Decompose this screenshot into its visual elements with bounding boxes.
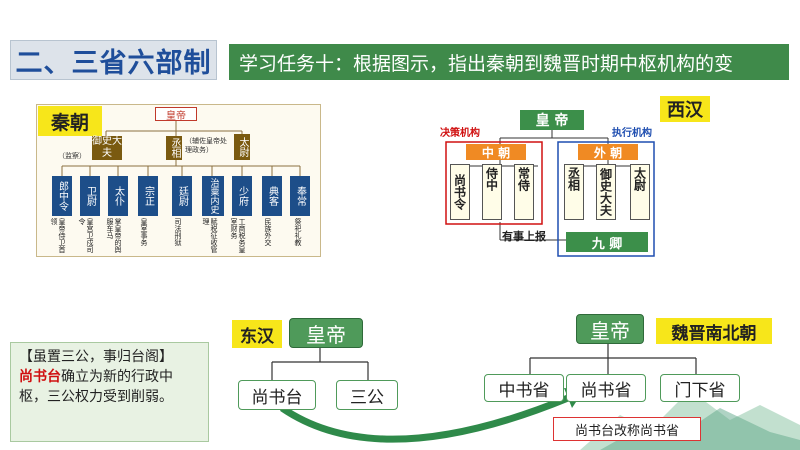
- wai-office-1: 丞相: [564, 164, 584, 220]
- wai-office-2: 御史大夫: [596, 164, 616, 220]
- summary-highlight: 尚书台: [19, 369, 61, 385]
- zhongchao-box: 中 朝: [466, 144, 526, 160]
- report-label: 有事上报: [502, 230, 546, 243]
- summary-heading: 【虽置三公，事归台阁】: [19, 349, 173, 365]
- zhongshu-box: 中书省: [484, 374, 564, 402]
- qin-duty-7: 工商税务皇室财务: [230, 218, 246, 253]
- zhong-office-3: 常侍: [514, 164, 534, 220]
- task-banner: 学习任务十：根据图示，指出秦朝到魏晋时期中枢机构的变: [229, 44, 789, 80]
- qin-duty-1: 皇帝侍卫首领: [50, 218, 66, 253]
- qin-minister-7: 少府: [232, 176, 252, 216]
- qin-chengxiang-box: 丞相: [166, 136, 182, 160]
- wai-office-3: 太尉: [630, 164, 650, 220]
- qin-minister-5: 廷尉: [172, 176, 192, 216]
- donghan-emperor-box: 皇帝: [289, 318, 363, 348]
- qin-duty-9: 祭祀礼教: [294, 218, 302, 246]
- menxia-box: 门下省: [660, 374, 740, 402]
- qin-duty-5: 司法刑狱: [174, 218, 182, 246]
- waichao-box: 外 朝: [578, 144, 638, 160]
- qin-label: 秦朝: [38, 106, 102, 136]
- qin-minister-9: 奉常: [290, 176, 310, 216]
- weijin-emperor-box: 皇帝: [576, 314, 644, 344]
- qin-yushi-box: 御史大夫: [92, 136, 122, 160]
- summary-text: 尚书台确立为新的行政中枢，三公权力受到削弱。: [19, 367, 200, 407]
- qin-minister-6: 治粟内史: [202, 176, 224, 216]
- qin-minister-8: 典客: [262, 176, 282, 216]
- rename-note: 尚书台改称尚书省: [553, 417, 701, 441]
- shangshu-box: 尚书省: [566, 374, 646, 402]
- shangshutai-box: 尚书台: [238, 380, 316, 410]
- summary-rest: 确立为新的行政中枢，三公权力受到削弱。: [19, 369, 173, 405]
- qin-duty-8: 民族外交: [264, 218, 272, 246]
- zhong-office-2: 侍中: [482, 164, 502, 220]
- weijin-label: 魏晋南北朝: [656, 318, 772, 344]
- qin-duty-2: 皇宫卫戍司令: [78, 218, 94, 253]
- qin-taiwei-box: 太尉: [234, 134, 250, 160]
- decision-label: 决策机构: [440, 128, 480, 139]
- sangong-box: 三公: [336, 380, 398, 410]
- jiuqing-box: 九 卿: [566, 232, 648, 252]
- xihan-emperor-box: 皇 帝: [520, 110, 584, 130]
- xihan-label: 西汉: [660, 96, 710, 122]
- exec-label: 执行机构: [612, 128, 652, 139]
- qin-duty-6: 赋税征收管理: [202, 218, 218, 253]
- qin-minister-4: 宗正: [138, 176, 158, 216]
- qin-minister-2: 卫尉: [80, 176, 100, 216]
- qin-minister-3: 太仆: [108, 176, 128, 216]
- page-title: 二、三省六部制: [10, 40, 217, 80]
- donghan-label: 东汉: [232, 320, 282, 348]
- qin-minister-1: 郎中令: [52, 176, 72, 216]
- qin-chengxiang-note: （辅佐皇帝处理政务）: [185, 137, 227, 154]
- summary-box: 【虽置三公，事归台阁】 尚书台确立为新的行政中枢，三公权力受到削弱。: [10, 342, 209, 442]
- qin-duty-4: 皇室事务: [140, 218, 148, 246]
- zhong-office-1: 尚书令: [450, 164, 470, 220]
- qin-yushi-note: （监察）: [58, 152, 86, 160]
- qin-emperor-box: 皇帝: [155, 107, 197, 122]
- qin-duty-3: 掌皇帝的舆服车马: [106, 218, 122, 253]
